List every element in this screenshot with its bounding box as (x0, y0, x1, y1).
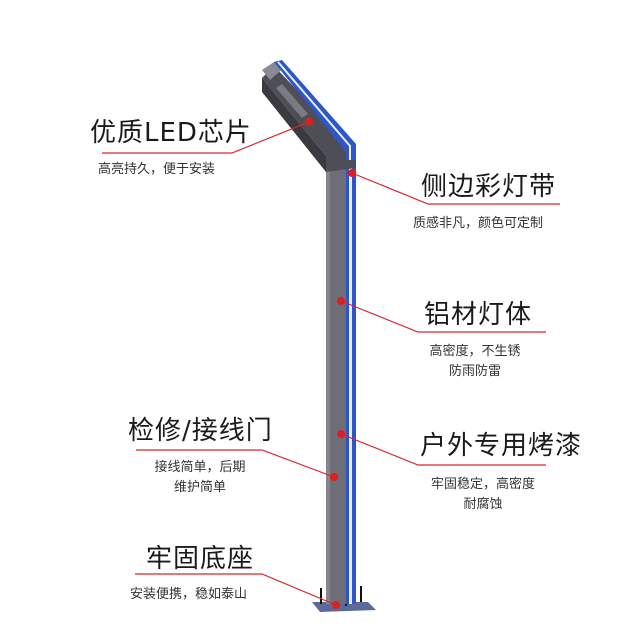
lamp-head-underside (262, 78, 326, 172)
leader-led-chip (102, 118, 313, 154)
feature-title-outdoor-paint: 户外专用烤漆 (420, 431, 583, 461)
anchor-bolt (320, 588, 322, 604)
feature-desc-solid-base: 安装便携，稳如泰山 (130, 587, 248, 602)
light-strip-glow (349, 160, 352, 604)
feature-desc-line: 防雨防雷 (448, 364, 501, 379)
feature-desc-service-door: 接线简单，后期 维护简单 (140, 458, 260, 498)
feature-title-side-light-strip: 侧边彩灯带 (421, 172, 557, 202)
feature-desc-aluminum-body: 高密度，不生锈 防雨防雷 (422, 342, 528, 382)
anchor-bolt (360, 586, 362, 602)
feature-title-service-door: 检修/接线门 (128, 416, 273, 446)
light-strip-arm-glow (277, 61, 351, 160)
feature-desc-line: 高密度，不生锈 (429, 344, 521, 359)
feature-desc-outdoor-paint: 牢固稳定，高密度 耐腐蚀 (418, 475, 548, 515)
feature-desc-led-chip: 高亮持久，便于安装 (98, 162, 216, 177)
leader-outdoor-paint (337, 430, 546, 466)
light-strip-arm (274, 60, 356, 160)
feature-desc-side-light-strip: 质感非凡，颜色可定制 (413, 216, 544, 231)
feature-title-aluminum-body: 铝材灯体 (424, 300, 533, 330)
feature-desc-line: 牢固稳定，高密度 (430, 477, 535, 492)
led-panel (276, 84, 308, 118)
feature-desc-line: 耐腐蚀 (463, 497, 503, 512)
feature-title-solid-base: 牢固底座 (146, 544, 255, 574)
leader-service-door (136, 449, 338, 481)
base-plate (312, 602, 376, 612)
pole-shaft (326, 168, 346, 604)
feature-desc-line: 接线简单，后期 (154, 460, 246, 475)
leader-solid-base (135, 573, 340, 609)
feature-title-led-chip: 优质LED芯片 (90, 118, 252, 148)
pole-shaft-highlight (326, 168, 330, 604)
leader-side-light-strip (348, 169, 560, 205)
leader-aluminum-body (337, 297, 546, 333)
feature-desc-line: 维护简单 (173, 480, 226, 495)
